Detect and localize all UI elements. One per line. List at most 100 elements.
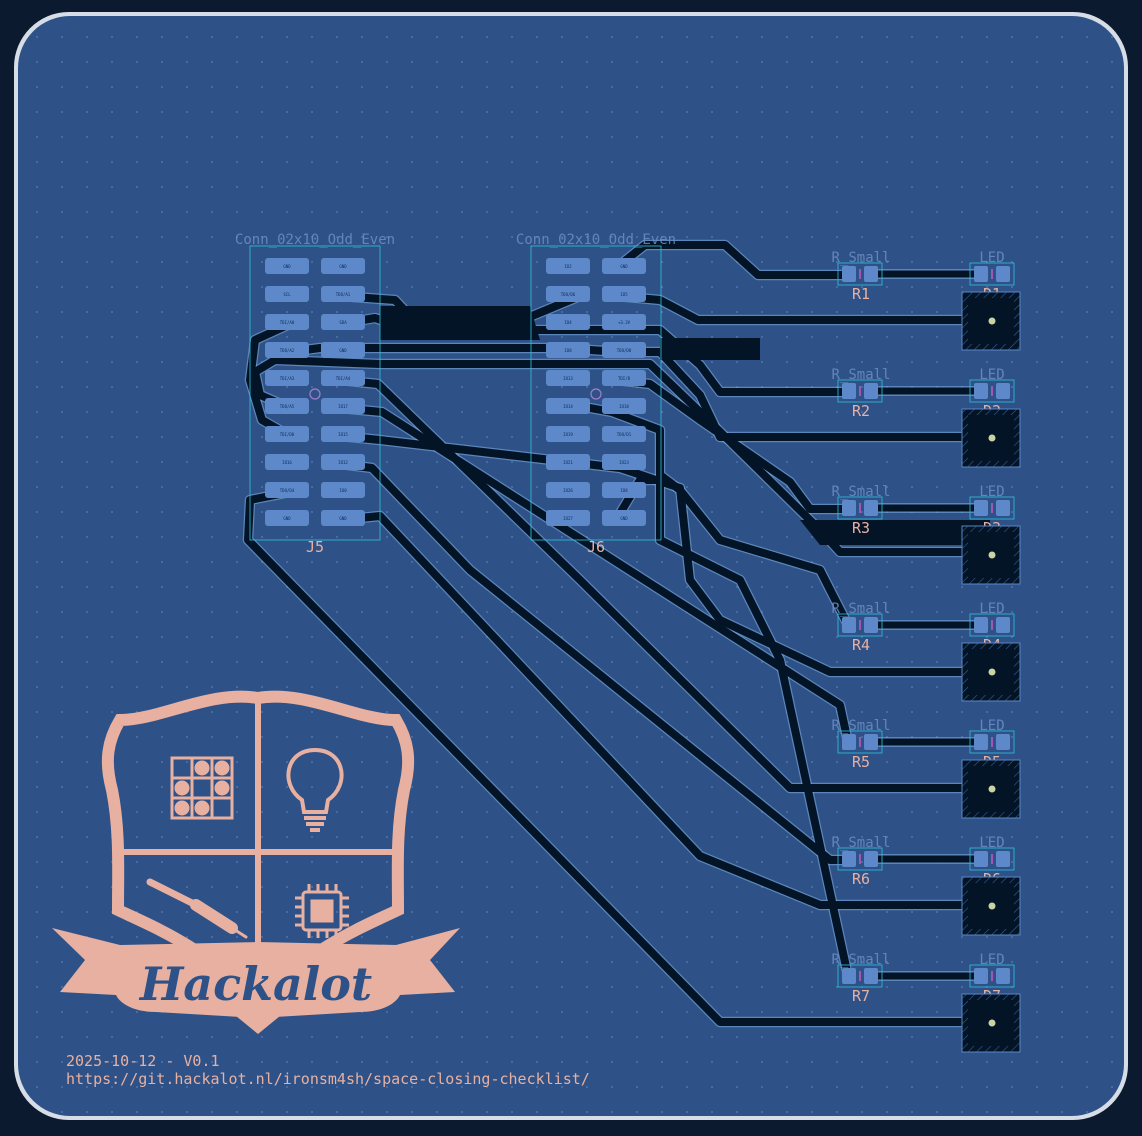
led-pad[interactable]	[996, 734, 1010, 750]
pin-pad[interactable]	[321, 510, 365, 526]
led-pad[interactable]	[996, 851, 1010, 867]
pin-pad[interactable]	[265, 426, 309, 442]
resistor-pad[interactable]	[864, 266, 878, 282]
resistor-pad[interactable]	[864, 500, 878, 516]
pin-pad[interactable]	[546, 482, 590, 498]
resistor-pad[interactable]	[842, 617, 856, 633]
pin-pad[interactable]	[321, 454, 365, 470]
pin-pad[interactable]	[602, 258, 646, 274]
pin-pad[interactable]	[546, 426, 590, 442]
resistor-value-label: R_Small	[831, 952, 890, 968]
pin-pad[interactable]	[321, 286, 365, 302]
pin-pad[interactable]	[546, 370, 590, 386]
pin-pad[interactable]	[602, 370, 646, 386]
resistor-ref-label: R2	[852, 402, 870, 420]
resistor-pad[interactable]	[864, 968, 878, 984]
led-courtyard	[969, 847, 1015, 871]
via	[988, 785, 996, 793]
led-courtyard	[969, 496, 1015, 520]
resistor-courtyard	[837, 847, 883, 871]
led-value-label: LED	[979, 718, 1004, 734]
resistor-ref-label: R3	[852, 519, 870, 537]
resistor-pad[interactable]	[842, 383, 856, 399]
pin-label: IO27	[563, 516, 573, 521]
pin-label: TDO/A1	[336, 292, 351, 297]
resistor-pad[interactable]	[864, 851, 878, 867]
led-pad[interactable]	[996, 968, 1010, 984]
pin-label: TDI/A3	[280, 376, 295, 381]
pin-pad[interactable]	[265, 398, 309, 414]
resistor-courtyard	[837, 613, 883, 637]
copper-traces	[242, 239, 996, 1028]
resistor-pad[interactable]	[864, 734, 878, 750]
pin-pad[interactable]	[321, 370, 365, 386]
pin-pad[interactable]	[546, 286, 590, 302]
pin-pad[interactable]	[546, 314, 590, 330]
led-pad[interactable]	[974, 266, 988, 282]
via	[988, 551, 996, 559]
pin-pad[interactable]	[602, 454, 646, 470]
led-courtyard	[969, 379, 1015, 403]
led-pad[interactable]	[974, 851, 988, 867]
resistor-pad[interactable]	[842, 851, 856, 867]
pin-label: IO18	[619, 404, 629, 409]
pin-pad[interactable]	[602, 482, 646, 498]
pin-pad[interactable]	[321, 258, 365, 274]
led-pad[interactable]	[996, 266, 1010, 282]
pin-pad[interactable]	[265, 482, 309, 498]
pin-pad[interactable]	[265, 370, 309, 386]
resistor-courtyard	[837, 964, 883, 988]
pin-pad[interactable]	[265, 342, 309, 358]
pin-pad[interactable]	[602, 342, 646, 358]
pin-pad[interactable]	[602, 398, 646, 414]
pin-pad[interactable]	[546, 454, 590, 470]
resistor-pad[interactable]	[842, 968, 856, 984]
pin-label: GND	[620, 264, 628, 269]
pin-pad[interactable]	[546, 398, 590, 414]
led-pad[interactable]	[996, 383, 1010, 399]
pin-pad[interactable]	[602, 286, 646, 302]
led-pad[interactable]	[996, 617, 1010, 633]
pin-pad[interactable]	[265, 314, 309, 330]
pin-pad[interactable]	[546, 510, 590, 526]
resistor-pad[interactable]	[864, 383, 878, 399]
pin-pad[interactable]	[265, 258, 309, 274]
led-pad[interactable]	[974, 500, 988, 516]
connector-value-label: Conn_02x10_Odd_Even	[235, 232, 395, 248]
led-value-label: LED	[979, 952, 1004, 968]
pin-pad[interactable]	[602, 426, 646, 442]
led-courtyard	[969, 964, 1015, 988]
via	[988, 317, 996, 325]
pin-pad[interactable]	[602, 314, 646, 330]
led-pad[interactable]	[974, 383, 988, 399]
pin-label: TDO/D1	[617, 432, 632, 437]
lightbulb-icon	[286, 747, 344, 832]
resistor-pad[interactable]	[842, 734, 856, 750]
resistor-ref-label: R4	[852, 636, 870, 654]
pin-pad[interactable]	[265, 510, 309, 526]
led-pad[interactable]	[974, 968, 988, 984]
pin-pad[interactable]	[602, 510, 646, 526]
led-pad[interactable]	[974, 734, 988, 750]
pin-pad[interactable]	[546, 258, 590, 274]
pin-pad[interactable]	[546, 342, 590, 358]
resistor-pad[interactable]	[842, 266, 856, 282]
led-pad[interactable]	[974, 617, 988, 633]
resistor-ref-label: R6	[852, 870, 870, 888]
led-channel: R_SmallR6LEDD6	[831, 835, 1021, 936]
pin-pad[interactable]	[321, 482, 365, 498]
pin-pad[interactable]	[321, 398, 365, 414]
pin-pad[interactable]	[321, 426, 365, 442]
pin-pad[interactable]	[321, 314, 365, 330]
pin-pad[interactable]	[321, 342, 365, 358]
pin-pad[interactable]	[265, 454, 309, 470]
pin-pad[interactable]	[265, 286, 309, 302]
pin-label: IO21	[563, 460, 573, 465]
pin-label: GND	[339, 348, 347, 353]
resistor-pad[interactable]	[842, 500, 856, 516]
pin-label: GND	[339, 264, 347, 269]
led-pad[interactable]	[996, 500, 1010, 516]
resistor-courtyard	[837, 262, 883, 286]
repository-url-label: https://git.hackalot.nl/ironsm4sh/space-…	[66, 1070, 590, 1088]
resistor-pad[interactable]	[864, 617, 878, 633]
